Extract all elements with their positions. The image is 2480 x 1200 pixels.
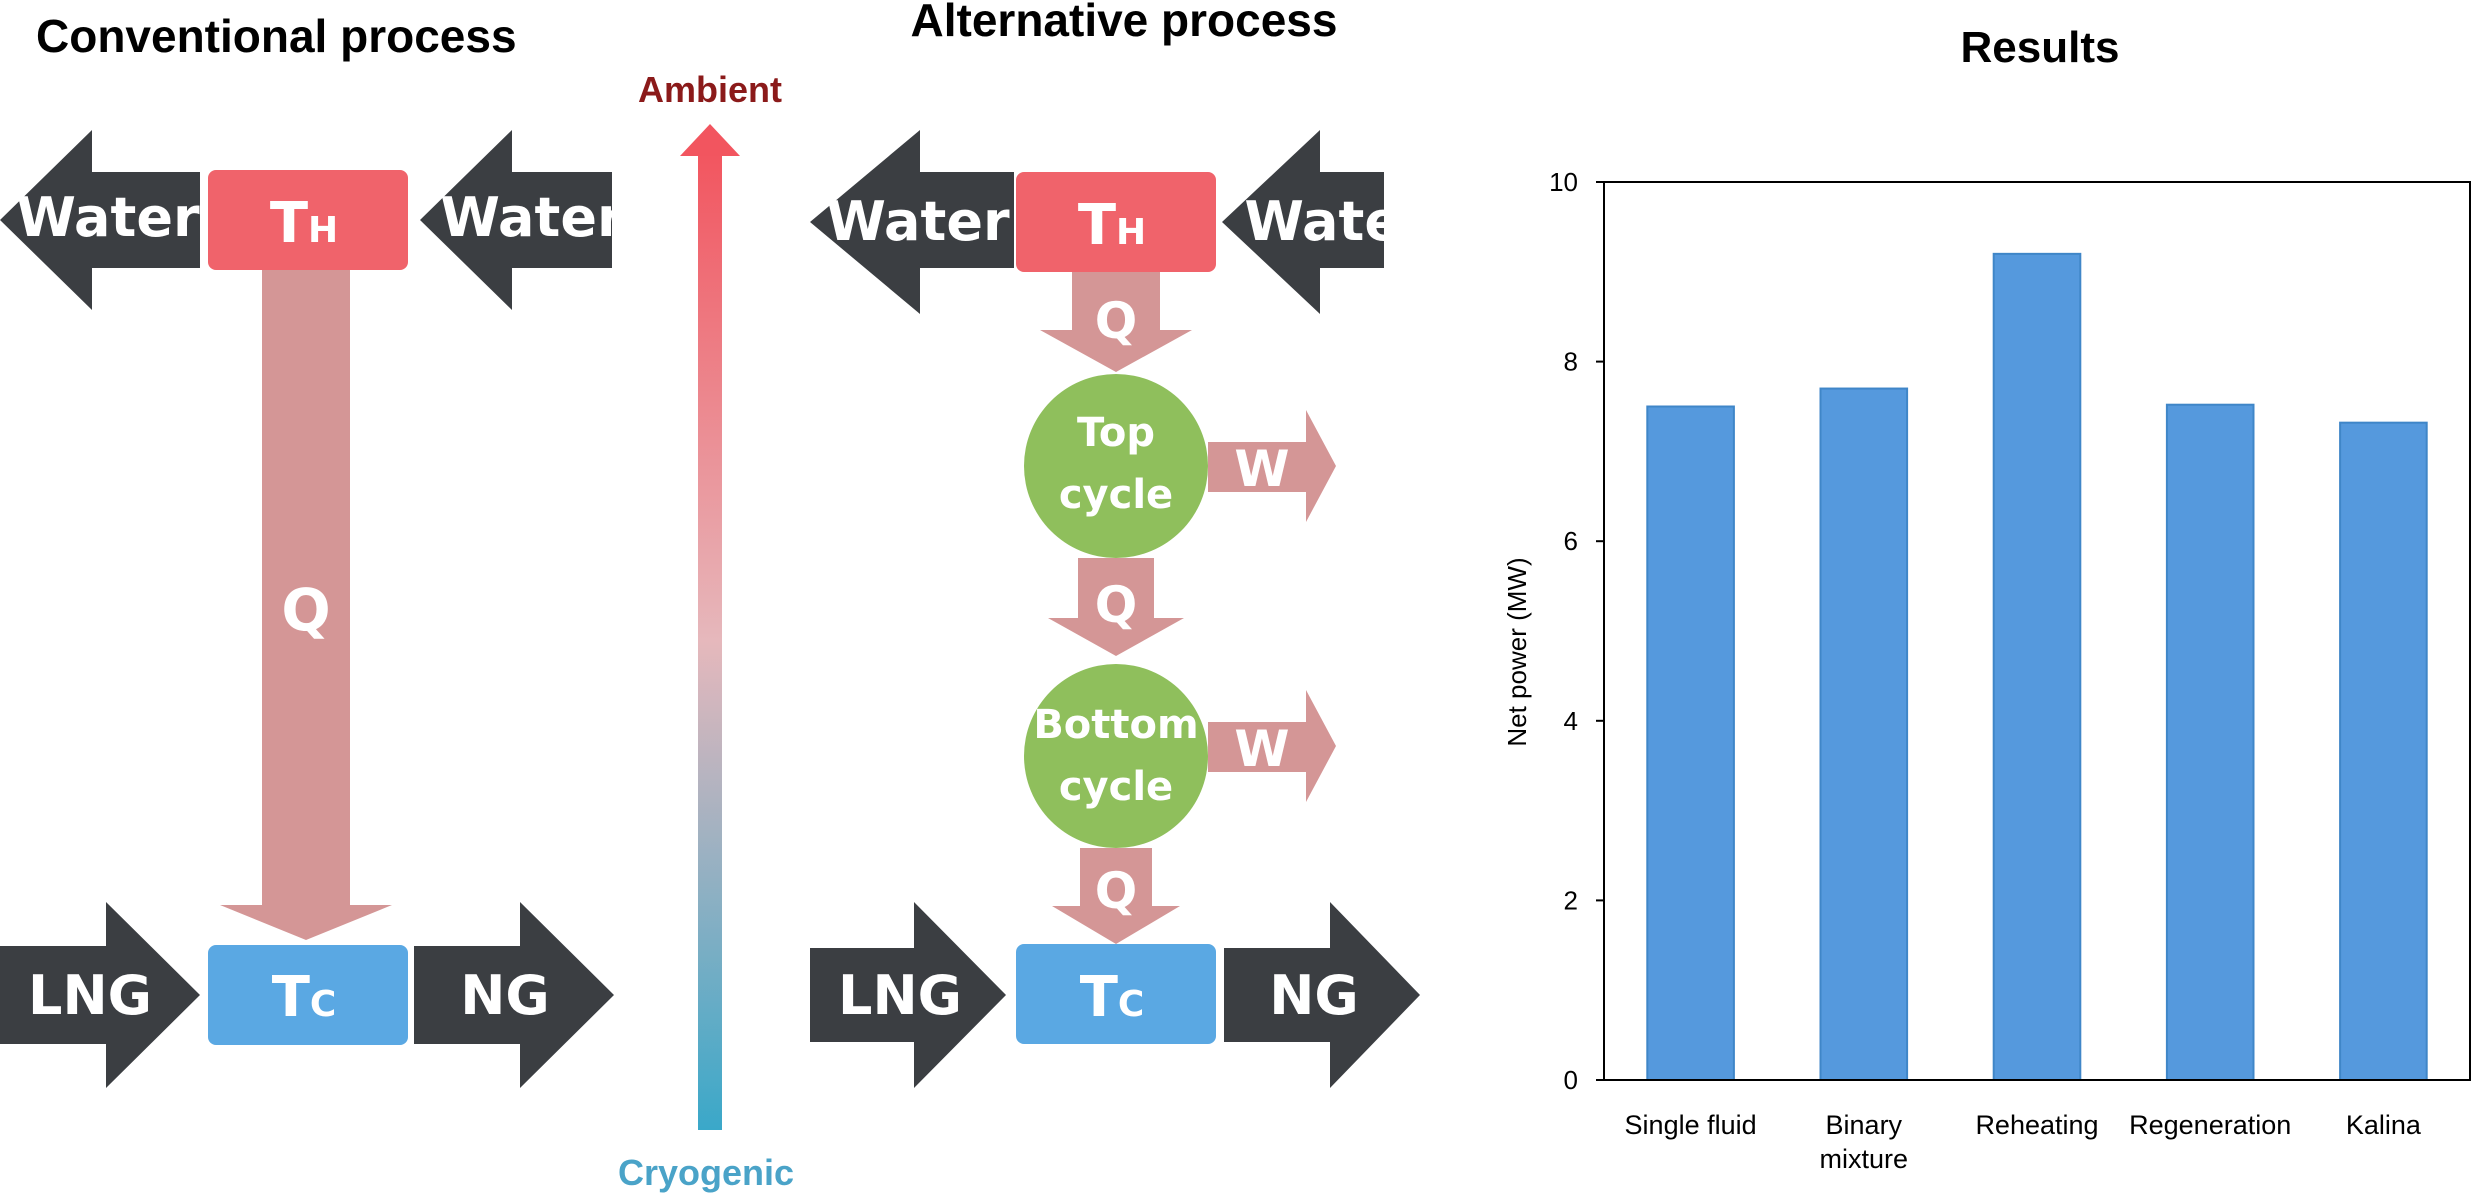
bar-1 xyxy=(1819,387,1909,1082)
lng-label: LNG xyxy=(28,964,152,1027)
work-label-top: W xyxy=(1234,440,1289,498)
alt-heat-label-1: Q xyxy=(1095,292,1138,350)
bar-0 xyxy=(1646,405,1735,1081)
x-tick-label-4: Kalina xyxy=(2346,1110,2422,1140)
alt-hot-reservoir-label: TH xyxy=(1078,193,1146,258)
y-tick-label-5: 10 xyxy=(1549,167,1578,197)
heat-flow-label: Q xyxy=(281,576,330,644)
y-tick-label-3: 6 xyxy=(1564,526,1578,556)
water-out-arrow xyxy=(0,130,200,310)
chart-y-ticks: 0 2 4 6 8 10 xyxy=(1549,167,1604,1095)
x-tick-label-3: Regeneration xyxy=(2129,1110,2291,1140)
ambient-label: Ambient xyxy=(638,69,782,110)
conventional-panel: Conventional process Water Water TH Q TC… xyxy=(0,10,624,1088)
y-tick-label-2: 4 xyxy=(1564,706,1578,736)
y-tick-label-4: 8 xyxy=(1564,347,1578,377)
alt-ng-label: NG xyxy=(1269,964,1359,1027)
bottom-cycle-label-line1: Bottom xyxy=(1033,702,1198,748)
work-label-bottom: W xyxy=(1234,720,1289,778)
alt-lng-label: LNG xyxy=(838,964,962,1027)
alt-heat-arrow-2 xyxy=(1048,558,1184,656)
water-in-arrow xyxy=(420,130,612,310)
water-out-label: Water xyxy=(16,186,200,249)
hot-reservoir-box xyxy=(208,170,408,270)
hot-reservoir-label: TH xyxy=(270,191,338,256)
alt-water-out-label: Water xyxy=(826,190,1010,253)
bar-2 xyxy=(1992,252,2082,1081)
alt-heat-label-3: Q xyxy=(1095,862,1138,920)
conventional-title: Conventional process xyxy=(36,10,517,62)
cryogenic-label: Cryogenic xyxy=(618,1152,794,1193)
chart-plot-frame xyxy=(1603,181,2471,1081)
x-tick-label-0: Single fluid xyxy=(1625,1110,1757,1140)
ng-label: NG xyxy=(460,964,550,1027)
alt-hot-reservoir-box xyxy=(1016,172,1216,272)
alt-water-in-label: Water xyxy=(1244,190,1428,253)
results-chart: Results Net power (MW) 0 2 4 6 8 10 Single fl… xyxy=(1502,23,2471,1174)
ng-out-arrow xyxy=(414,902,614,1088)
alt-heat-arrow-3 xyxy=(1052,848,1180,944)
top-cycle-circle xyxy=(1024,374,1208,558)
alt-heat-label-2: Q xyxy=(1095,576,1138,634)
bar-4 xyxy=(2339,421,2428,1081)
bottom-cycle-label-line2: cycle xyxy=(1059,764,1173,810)
lng-in-arrow xyxy=(0,902,200,1088)
y-tick-label-1: 2 xyxy=(1564,885,1578,915)
bottom-cycle-circle xyxy=(1024,664,1208,848)
gradient-bar xyxy=(698,152,722,1130)
alternative-panel: Alternative process Water Water TH Q Top… xyxy=(810,0,1428,1088)
alternative-title: Alternative process xyxy=(911,0,1338,46)
chart-title: Results xyxy=(1961,23,2120,72)
water-in-label: Water xyxy=(440,186,624,249)
heat-flow-arrow xyxy=(220,270,392,940)
cold-reservoir-box xyxy=(208,945,408,1045)
top-cycle-label-line1: Top xyxy=(1077,410,1155,456)
x-tick-label-2: Reheating xyxy=(1975,1110,2098,1140)
alt-water-in-arrow xyxy=(1222,130,1384,314)
alt-lng-in-arrow xyxy=(810,902,1006,1088)
y-tick-label-0: 0 xyxy=(1564,1065,1578,1095)
alt-cold-reservoir-label: TC xyxy=(1080,965,1145,1030)
top-cycle-label-line2: cycle xyxy=(1059,472,1173,518)
gradient-arrowhead xyxy=(680,124,740,156)
alt-water-out-arrow xyxy=(810,130,1014,314)
alt-heat-arrow-1 xyxy=(1040,272,1192,372)
chart-y-axis-label: Net power (MW) xyxy=(1502,557,1532,746)
temperature-gradient: Ambient Cryogenic xyxy=(618,69,794,1193)
work-arrow-top xyxy=(1208,410,1336,522)
chart-bars xyxy=(1646,252,2428,1082)
bar-3 xyxy=(2165,403,2255,1082)
work-arrow-bottom xyxy=(1208,690,1336,802)
alt-cold-reservoir-box xyxy=(1016,944,1216,1044)
alt-ng-out-arrow xyxy=(1224,902,1420,1088)
cold-reservoir-label: TC xyxy=(272,965,337,1030)
